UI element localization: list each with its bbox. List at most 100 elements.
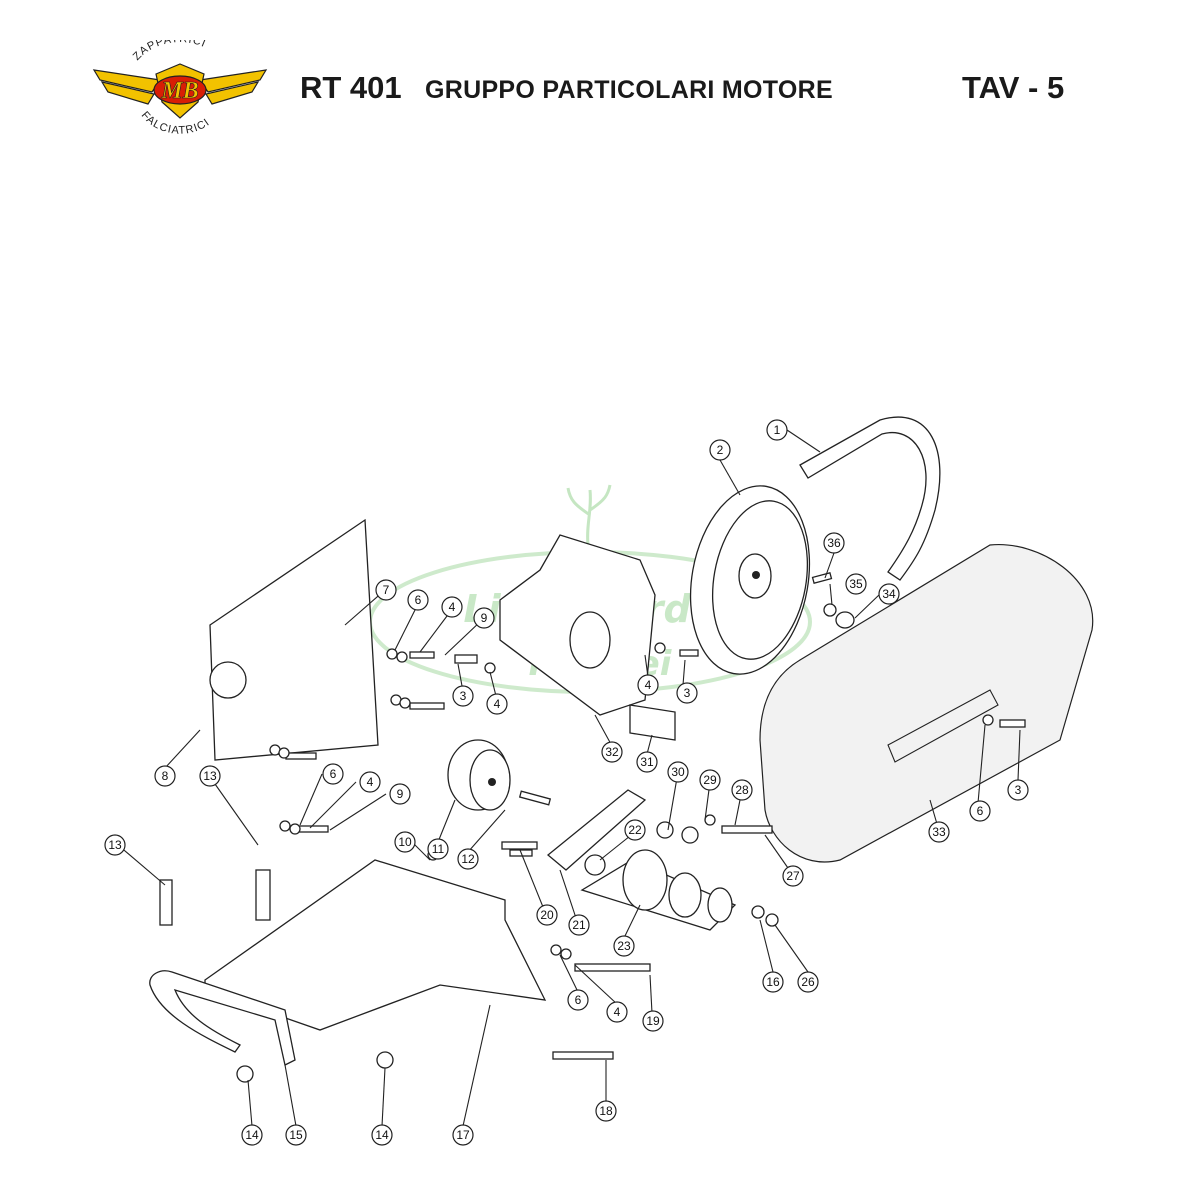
callout-circle (452, 685, 474, 707)
callout-4: 4 (486, 693, 508, 715)
hardware (159, 642, 1026, 1083)
callout-6: 6 (969, 800, 991, 822)
callout-9: 9 (473, 607, 495, 629)
callout-label: 1 (774, 423, 781, 437)
callout-label: 22 (628, 823, 642, 837)
callout-circle (782, 865, 804, 887)
callout-8: 8 (154, 765, 176, 787)
callout-circle (797, 971, 819, 993)
callout-circle (823, 532, 845, 554)
callout-circle (375, 579, 397, 601)
callout-label: 14 (245, 1128, 259, 1142)
callout-circle (606, 1001, 628, 1023)
callout-label: 18 (599, 1104, 613, 1118)
callout-label: 30 (671, 765, 685, 779)
callout-circle (441, 596, 463, 618)
callout-label: 13 (108, 838, 122, 852)
callout-circle (322, 763, 344, 785)
callout-label: 6 (330, 767, 337, 781)
callout-circle (241, 1124, 263, 1146)
callout-label: 27 (786, 869, 800, 883)
callout-label: 31 (640, 755, 654, 769)
callout-17: 17 (452, 1124, 474, 1146)
belt-guard-cover (759, 544, 1094, 863)
callout-circle (709, 439, 731, 461)
tensioner-bearing (580, 849, 737, 931)
table-number: TAV - 5 (962, 70, 1065, 105)
callout-4: 4 (637, 674, 659, 696)
pulley-key (811, 571, 833, 585)
callout-2: 2 (709, 439, 731, 461)
callout-6: 6 (407, 589, 429, 611)
callout-circle (766, 419, 788, 441)
callout-circle (676, 682, 698, 704)
callout-label: 4 (494, 697, 501, 711)
nut-34 (835, 611, 855, 629)
callout-circle (567, 989, 589, 1011)
callout-3: 3 (1007, 779, 1029, 801)
callout-33: 33 (928, 821, 950, 843)
callout-label: 26 (801, 975, 815, 989)
callout-label: 12 (461, 852, 475, 866)
callout-label: 11 (432, 842, 445, 856)
callout-circle (568, 914, 590, 936)
callout-14: 14 (241, 1124, 263, 1146)
washer-35 (823, 603, 837, 617)
callout-26: 26 (797, 971, 819, 993)
callout-circle (359, 771, 381, 793)
callout-circle (928, 821, 950, 843)
callout-29: 29 (699, 769, 721, 791)
callout-circle (731, 779, 753, 801)
large-pulley (689, 485, 811, 675)
callout-label: 36 (827, 536, 841, 550)
callout-13: 13 (199, 765, 221, 787)
callout-circle (389, 783, 411, 805)
callout-circle (667, 761, 689, 783)
callout-circle (637, 674, 659, 696)
callout-label: 28 (735, 783, 749, 797)
callout-circle (624, 819, 646, 841)
callout-label: 4 (449, 600, 456, 614)
callout-label: 16 (766, 975, 780, 989)
callout-circle (394, 831, 416, 853)
engine-plate (209, 518, 379, 761)
callout-circle (154, 765, 176, 787)
callout-circle (427, 838, 449, 860)
callout-6: 6 (567, 989, 589, 1011)
callout-16: 16 (762, 971, 784, 993)
callout-15: 15 (285, 1124, 307, 1146)
callout-circle (642, 1010, 664, 1032)
callout-label: 17 (456, 1128, 470, 1142)
callout-circle (104, 834, 126, 856)
callout-circle (636, 751, 658, 773)
callout-circle (699, 769, 721, 791)
callout-36: 36 (823, 532, 845, 554)
callout-circle (762, 971, 784, 993)
callout-label: 7 (383, 583, 390, 597)
callout-circle (486, 693, 508, 715)
callout-label: 6 (415, 593, 422, 607)
callout-13: 13 (104, 834, 126, 856)
callout-label: 3 (460, 689, 467, 703)
tensioner-arm (546, 789, 647, 871)
callout-18: 18 (595, 1100, 617, 1122)
callout-circle (473, 607, 495, 629)
callout-3: 3 (452, 685, 474, 707)
callout-19: 19 (642, 1010, 664, 1032)
small-pulley (447, 739, 511, 811)
callout-label: 13 (203, 769, 217, 783)
logo-left-wing (92, 69, 162, 105)
callout-circle (457, 848, 479, 870)
callout-32: 32 (601, 741, 623, 763)
callout-23: 23 (613, 935, 635, 957)
callout-35: 35 (845, 573, 867, 595)
callout-label: 2 (717, 443, 724, 457)
callout-label: 8 (162, 769, 169, 783)
callout-label: 14 (375, 1128, 389, 1142)
logo-brand: MB (160, 78, 198, 104)
callout-10: 10 (394, 831, 416, 853)
callout-circle (1007, 779, 1029, 801)
callout-circle (285, 1124, 307, 1146)
callout-6: 6 (322, 763, 344, 785)
